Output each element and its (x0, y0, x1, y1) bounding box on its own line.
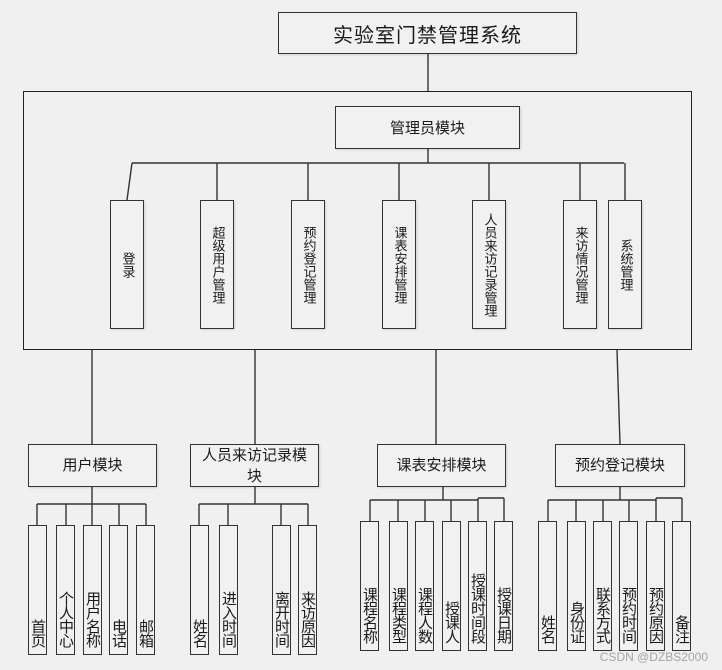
admin-module-box: 管理员模块 (335, 106, 520, 149)
leaf-label: 预约原因 (647, 587, 665, 643)
leaf-label: 姓名 (191, 619, 209, 647)
module-schedule: 课表安排模块 (377, 444, 506, 487)
leaf-label: 身份证 (568, 601, 586, 643)
admin-child-schedule: 课表安排管理 (382, 200, 416, 329)
leaf-label: 首页 (29, 619, 47, 647)
admin-child-reservation: 预约登记管理 (291, 200, 325, 329)
leaf-label: 邮箱 (137, 619, 155, 647)
admin-child-superuser: 超级用户管理 (200, 200, 234, 329)
leaf-label: 电话 (110, 619, 128, 647)
admin-child-label: 系统管理 (617, 238, 633, 291)
leaf-reservation-remarks: 备注 (672, 521, 691, 651)
admin-child-label: 超级用户管理 (209, 225, 225, 304)
leaf-course-time-slot: 授课时间段 (468, 521, 487, 651)
leaf-reservation-id: 身份证 (567, 521, 586, 651)
leaf-reservation-contact: 联系方式 (593, 521, 612, 651)
admin-child-visit-status: 来访情况管理 (563, 200, 597, 329)
system-title-box: 实验室门禁管理系统 (278, 12, 577, 54)
leaf-course-name: 课程名称 (360, 521, 379, 651)
leaf-label: 课程类型 (390, 587, 408, 643)
admin-child-label: 人员来访记录管理 (481, 212, 497, 317)
leaf-course-date: 授课日期 (494, 521, 513, 651)
module-visitor-record: 人员来访记录模块 (190, 444, 319, 487)
leaf-label: 授课时间段 (469, 573, 487, 643)
admin-child-login: 登录 (110, 200, 144, 329)
leaf-user-phone: 电话 (109, 525, 128, 655)
leaf-label: 授课日期 (495, 587, 513, 643)
admin-child-system: 系统管理 (608, 200, 642, 329)
admin-child-visitor-record: 人员来访记录管理 (472, 200, 506, 329)
leaf-label: 用户名称 (84, 591, 102, 647)
leaf-label: 课程名称 (361, 587, 379, 643)
system-title: 实验室门禁管理系统 (333, 22, 522, 47)
leaf-course-teacher: 授课人 (442, 521, 461, 651)
admin-module-label: 管理员模块 (389, 119, 465, 137)
leaf-user-profile: 个人中心 (56, 525, 75, 655)
module-label: 课表安排模块 (396, 456, 487, 474)
leaf-user-email: 邮箱 (136, 525, 155, 655)
leaf-label: 课程人数 (416, 587, 434, 643)
admin-module-container (23, 91, 692, 350)
leaf-label: 离开时间 (273, 591, 291, 647)
leaf-label: 进入时间 (220, 591, 238, 647)
leaf-label: 联系方式 (594, 587, 612, 643)
leaf-course-type: 课程类型 (389, 521, 408, 651)
leaf-label: 来访原因 (299, 591, 317, 647)
leaf-label: 个人中心 (57, 591, 75, 647)
admin-child-label: 课表安排管理 (391, 225, 407, 304)
watermark: CSDN @DZBS2000 (599, 650, 708, 664)
leaf-visitor-name: 姓名 (190, 525, 209, 655)
admin-child-label: 登录 (119, 251, 135, 278)
connector-admin-login (126, 162, 133, 201)
leaf-user-name: 用户名称 (83, 525, 102, 655)
module-label: 用户模块 (62, 456, 123, 474)
leaf-reservation-time: 预约时间 (619, 521, 638, 651)
leaf-label: 授课人 (443, 601, 461, 643)
admin-child-label: 预约登记管理 (300, 225, 316, 304)
module-label: 人员来访记录模块 (201, 445, 307, 485)
leaf-user-home: 首页 (28, 525, 47, 655)
leaf-visitor-entry-time: 进入时间 (219, 525, 238, 655)
leaf-label: 预约时间 (620, 587, 638, 643)
leaf-visitor-leave-time: 离开时间 (272, 525, 291, 655)
module-reservation: 预约登记模块 (555, 444, 685, 487)
leaf-reservation-reason: 预约原因 (646, 521, 665, 651)
module-user: 用户模块 (28, 444, 157, 487)
module-label: 预约登记模块 (574, 456, 665, 474)
leaf-reservation-name: 姓名 (538, 521, 557, 651)
admin-child-label: 来访情况管理 (572, 225, 588, 304)
leaf-course-count: 课程人数 (415, 521, 434, 651)
leaf-label: 姓名 (539, 615, 557, 643)
connector-container-reservation (616, 349, 621, 445)
leaf-visitor-reason: 来访原因 (298, 525, 317, 655)
leaf-label: 备注 (673, 615, 691, 643)
